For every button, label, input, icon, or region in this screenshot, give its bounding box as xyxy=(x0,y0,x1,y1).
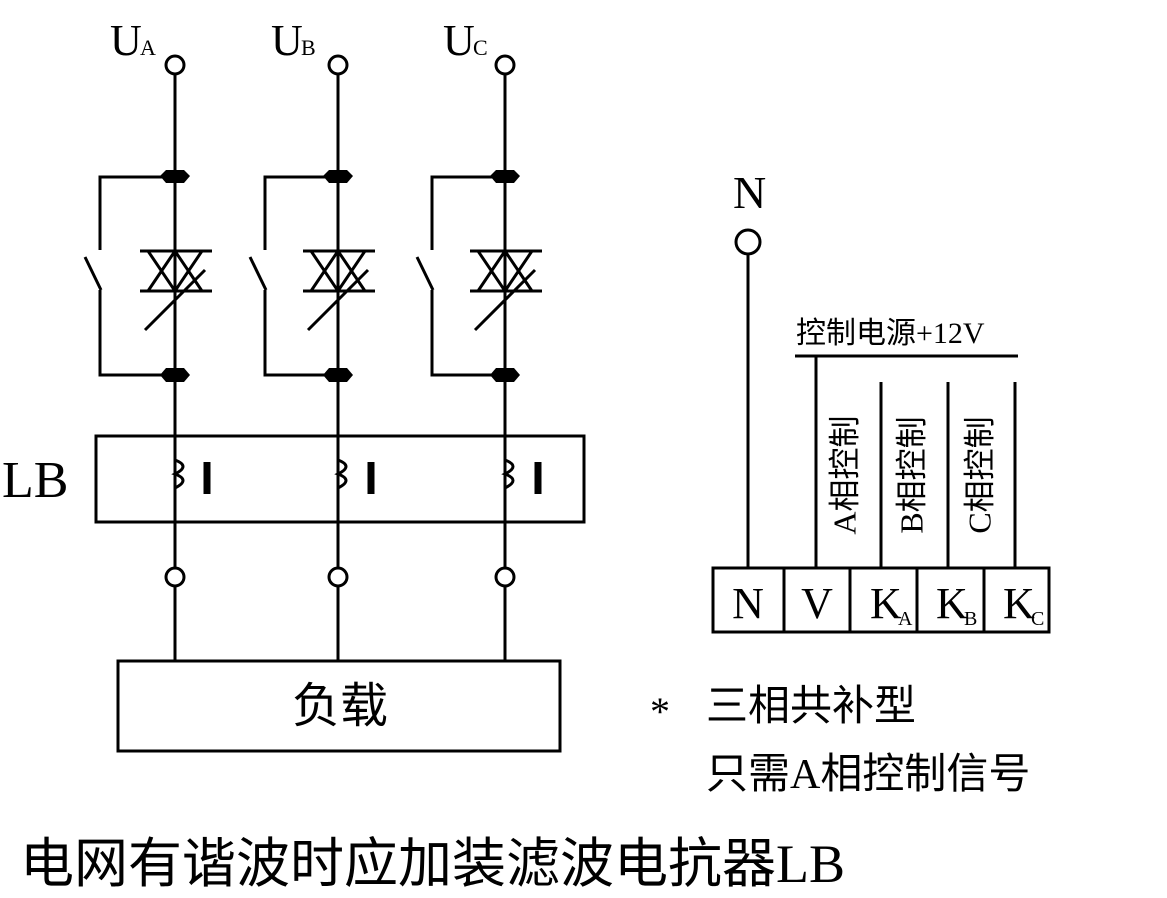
phase-b-terminal xyxy=(327,54,349,76)
phase-a-terminal xyxy=(164,54,186,76)
phase-a-column: U A xyxy=(83,16,212,661)
lb-reactor-box xyxy=(94,434,586,524)
terminal-kc-subscript: C xyxy=(1031,608,1044,630)
phase-b-bypass-top xyxy=(263,175,338,250)
note-star: * xyxy=(650,689,670,734)
terminal-kb-label: K xyxy=(936,579,968,628)
note-line-1: 三相共补型 xyxy=(706,684,916,730)
terminal-v-label: V xyxy=(801,579,833,628)
phase-b-subscript: B xyxy=(301,35,316,60)
phase-c-reactor xyxy=(501,458,542,494)
note-line-2: 只需A相控制信号 xyxy=(706,752,1030,798)
control-label-a: A相控制 xyxy=(826,415,862,534)
phase-c-letter: U xyxy=(443,16,475,65)
neutral-label: N xyxy=(733,167,766,218)
phase-b-bypass-bottom xyxy=(263,290,338,377)
lb-label: LB xyxy=(2,452,68,509)
phase-a-subscript: A xyxy=(140,35,156,60)
load-box xyxy=(116,659,562,753)
phase-b-reactor xyxy=(334,458,375,494)
terminal-strip: N V K A K B K C xyxy=(711,566,1051,634)
phase-b-thyristor xyxy=(303,248,375,332)
load-label: 负载 xyxy=(292,680,388,733)
phase-c-terminal xyxy=(494,54,516,76)
phase-a-output-terminal xyxy=(164,566,186,588)
terminal-n-label: N xyxy=(732,579,764,628)
phase-a-letter: U xyxy=(110,16,142,65)
phase-a-switch-blade xyxy=(83,256,103,291)
phase-c-subscript: C xyxy=(473,35,488,60)
control-label-c: C相控制 xyxy=(961,416,997,533)
terminal-ka-subscript: A xyxy=(898,608,913,630)
phase-a-reactor xyxy=(171,458,211,494)
neutral-terminal xyxy=(734,228,762,256)
phase-c-column: U C xyxy=(415,16,542,661)
control-label-b: B相控制 xyxy=(893,416,929,533)
phase-c-switch-blade xyxy=(415,256,435,291)
phase-a-bypass-bottom xyxy=(98,290,175,377)
control-power-label: 控制电源+12V xyxy=(796,317,985,350)
terminal-ka-label: K xyxy=(870,579,902,628)
terminal-kc-label: K xyxy=(1003,579,1035,628)
phase-b-letter: U xyxy=(271,16,303,65)
phase-c-output-terminal xyxy=(494,566,516,588)
phase-b-output-terminal xyxy=(327,566,349,588)
phase-c-thyristor xyxy=(470,248,542,332)
phase-c-bypass-top xyxy=(430,175,505,250)
phase-a-thyristor xyxy=(140,248,212,332)
terminal-kb-subscript: B xyxy=(964,608,977,630)
phase-b-column: U B xyxy=(248,16,375,661)
phase-a-bypass-top xyxy=(98,175,175,250)
phase-c-bypass-bottom xyxy=(430,290,505,377)
phase-b-switch-blade xyxy=(248,256,268,291)
footer-title: 电网有谐波时应加装滤波电抗器LB xyxy=(20,834,845,894)
